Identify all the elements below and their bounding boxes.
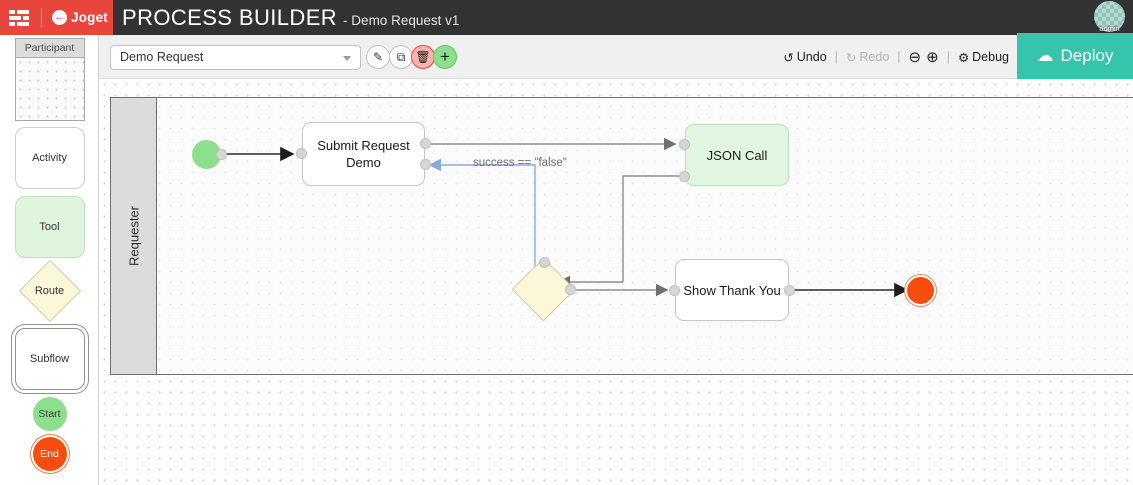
- undo-icon: ↺: [783, 50, 793, 65]
- node-json-call[interactable]: JSON Call: [685, 124, 789, 186]
- palette-item-label: Start: [33, 397, 67, 431]
- app-header: ← Joget PROCESS BUILDER - Demo Request v…: [0, 0, 1133, 35]
- toolbar-separator: |: [835, 50, 838, 64]
- redo-label: Redo: [859, 50, 889, 64]
- palette-item-label: Subflow: [15, 328, 85, 390]
- palette-item-subflow[interactable]: Subflow: [0, 328, 99, 390]
- port-thankyou-in[interactable]: [669, 285, 680, 296]
- copy-process-button[interactable]: ⧉: [389, 45, 413, 69]
- wire-route-to-submit: [430, 165, 535, 267]
- gear-icon: ⚙: [958, 50, 969, 65]
- toolbar-actions: ↺ Undo | ↻ Redo | ⊖ ⊕ | ⚙ Debug: [783, 35, 1009, 79]
- zoom-out-icon[interactable]: ⊖: [909, 48, 922, 66]
- port-json-in[interactable]: [679, 139, 690, 150]
- avatar-label: admin: [1094, 24, 1125, 33]
- page-title-sub: - Demo Request v1: [343, 13, 459, 28]
- process-select[interactable]: Demo Request: [110, 45, 361, 70]
- delete-process-button[interactable]: 🗑: [411, 45, 435, 69]
- chevron-down-icon: [343, 56, 351, 61]
- port-submit-left[interactable]: [296, 148, 307, 159]
- palette-item-participant[interactable]: Participant: [0, 38, 99, 121]
- port-start-out[interactable]: [216, 149, 227, 160]
- joget-brand-label: Joget: [71, 10, 108, 25]
- joget-mark-icon: ←: [52, 10, 67, 25]
- user-menu[interactable]: admin: [1094, 1, 1128, 35]
- grid-menu-icon[interactable]: [9, 10, 29, 26]
- process-canvas[interactable]: Requester: [99, 79, 1133, 485]
- redo-button[interactable]: ↻ Redo: [846, 50, 889, 65]
- builder-toolbar: Demo Request ✎ ⧉ 🗑 + ↺ Undo | ↻ Redo | ⊖…: [99, 35, 1133, 79]
- process-select-value: Demo Request: [120, 50, 203, 64]
- node-start-event[interactable]: [192, 140, 221, 169]
- debug-button[interactable]: ⚙ Debug: [958, 50, 1009, 65]
- port-route-top[interactable]: [539, 257, 550, 268]
- palette-item-end[interactable]: End: [0, 437, 99, 471]
- connector-layer: [99, 79, 1133, 485]
- debug-label: Debug: [972, 50, 1009, 64]
- tool-label: JSON Call: [685, 124, 789, 186]
- palette-item-start[interactable]: Start: [0, 397, 99, 431]
- port-route-right[interactable]: [565, 284, 576, 295]
- page-title-main: PROCESS BUILDER: [122, 5, 337, 31]
- port-submit-in[interactable]: [420, 159, 431, 170]
- node-show-thank-you[interactable]: Show Thank You: [675, 259, 789, 321]
- palette-item-route[interactable]: Route: [0, 263, 99, 319]
- palette-item-label: Activity: [15, 127, 85, 189]
- cloud-upload-icon: ☁: [1037, 46, 1054, 66]
- node-submit-request-demo[interactable]: Submit Request Demo: [302, 122, 425, 186]
- undo-label: Undo: [797, 50, 827, 64]
- page-title: PROCESS BUILDER - Demo Request v1: [122, 0, 459, 35]
- palette-item-label: Tool: [15, 196, 85, 258]
- toolbar-separator: |: [947, 50, 950, 64]
- palette-item-tool[interactable]: Tool: [0, 196, 99, 258]
- edit-process-button[interactable]: ✎: [366, 45, 390, 69]
- brand-area: ← Joget: [0, 0, 113, 35]
- add-process-button[interactable]: +: [433, 45, 457, 69]
- activity-label: Submit Request Demo: [302, 122, 425, 186]
- palette-item-label: Participant: [16, 39, 84, 58]
- deploy-label: Deploy: [1061, 46, 1114, 66]
- joget-logo[interactable]: ← Joget: [52, 10, 108, 25]
- undo-button[interactable]: ↺ Undo: [783, 50, 826, 65]
- edge-label-success-false: success == "false": [473, 157, 567, 169]
- toolbar-separator: |: [897, 50, 900, 64]
- shape-palette: Participant Activity Tool Route Subflow …: [0, 35, 99, 485]
- activity-label: Show Thank You: [675, 259, 789, 321]
- deploy-button[interactable]: ☁ Deploy: [1017, 33, 1133, 79]
- node-end-event[interactable]: [907, 277, 934, 304]
- port-thankyou-out[interactable]: [784, 285, 795, 296]
- node-route[interactable]: [513, 259, 575, 321]
- palette-item-label: Route: [22, 263, 78, 319]
- port-submit-out[interactable]: [420, 138, 431, 149]
- port-json-out[interactable]: [679, 171, 690, 182]
- palette-item-activity[interactable]: Activity: [0, 127, 99, 189]
- end-event-shape: [907, 277, 934, 304]
- zoom-in-icon[interactable]: ⊕: [926, 48, 939, 66]
- pool-body: [16, 58, 84, 120]
- redo-icon: ↻: [846, 50, 856, 65]
- palette-item-label: End: [33, 437, 67, 471]
- brand-divider: [41, 8, 42, 27]
